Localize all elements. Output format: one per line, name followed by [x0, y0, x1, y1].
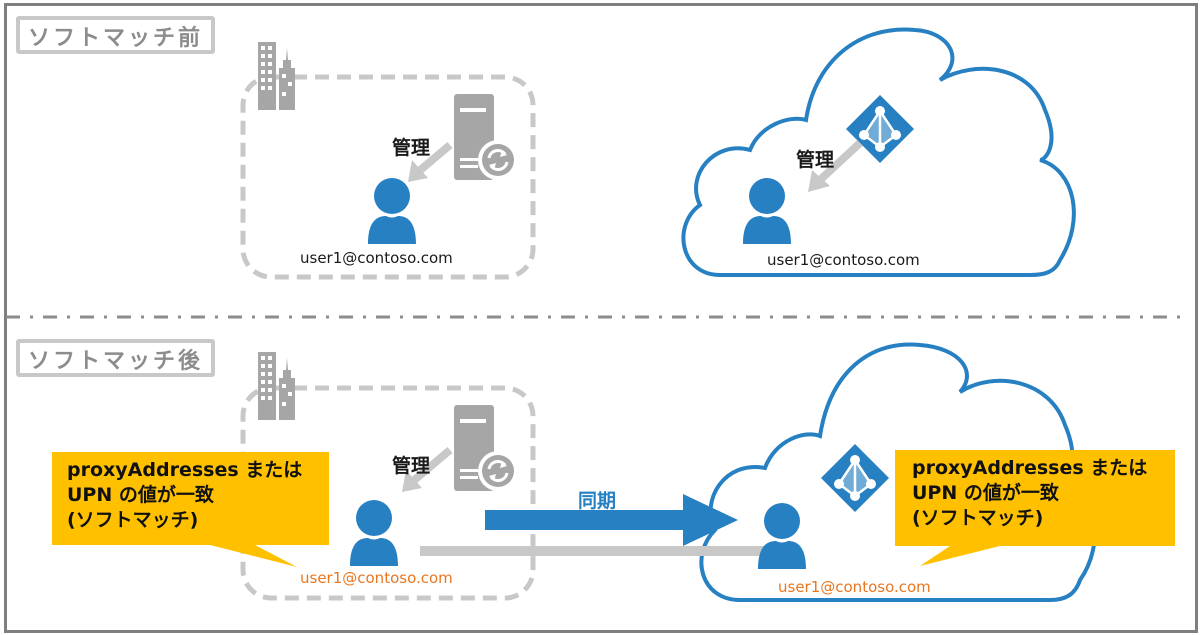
user-icon	[368, 178, 416, 244]
phase-label-after: ソフトマッチ後	[16, 339, 216, 377]
phase-label-before: ソフトマッチ前	[16, 16, 216, 54]
onprem-boundary-after	[240, 385, 536, 601]
callout-right-text: proxyAddresses または UPN の値が一致 (ソフトマッチ)	[912, 457, 1148, 529]
onprem-user-email: user1@contoso.com	[300, 569, 453, 587]
cloud-user-email: user1@contoso.com	[767, 251, 920, 269]
server-sync-icon	[452, 403, 520, 493]
cloud-boundary-before	[681, 27, 1076, 277]
onprem-boundary-before	[240, 74, 536, 280]
diagram-frame	[4, 3, 1198, 633]
sync-label: 同期	[578, 490, 617, 512]
manage-arrow-icon	[808, 140, 863, 192]
manage-label: 管理	[392, 455, 431, 477]
server-sync-icon	[452, 92, 520, 182]
manage-label: 管理	[796, 149, 835, 171]
azure-ad-icon	[819, 442, 891, 514]
user-icon	[743, 178, 791, 244]
user-icon	[350, 500, 398, 566]
callout-left-text: proxyAddresses または UPN の値が一致 (ソフトマッチ)	[67, 459, 303, 531]
onprem-user-email: user1@contoso.com	[300, 249, 453, 267]
azure-ad-icon	[844, 93, 916, 165]
manage-arrow-icon	[408, 141, 453, 182]
link-line	[420, 546, 765, 556]
manage-arrow-icon	[402, 446, 453, 492]
callout-left-box	[52, 452, 329, 567]
sync-arrow-icon	[485, 494, 738, 546]
cloud-user-email: user1@contoso.com	[778, 578, 931, 596]
user-icon	[758, 503, 806, 569]
manage-label: 管理	[392, 137, 431, 159]
callout-right-box	[895, 450, 1175, 566]
